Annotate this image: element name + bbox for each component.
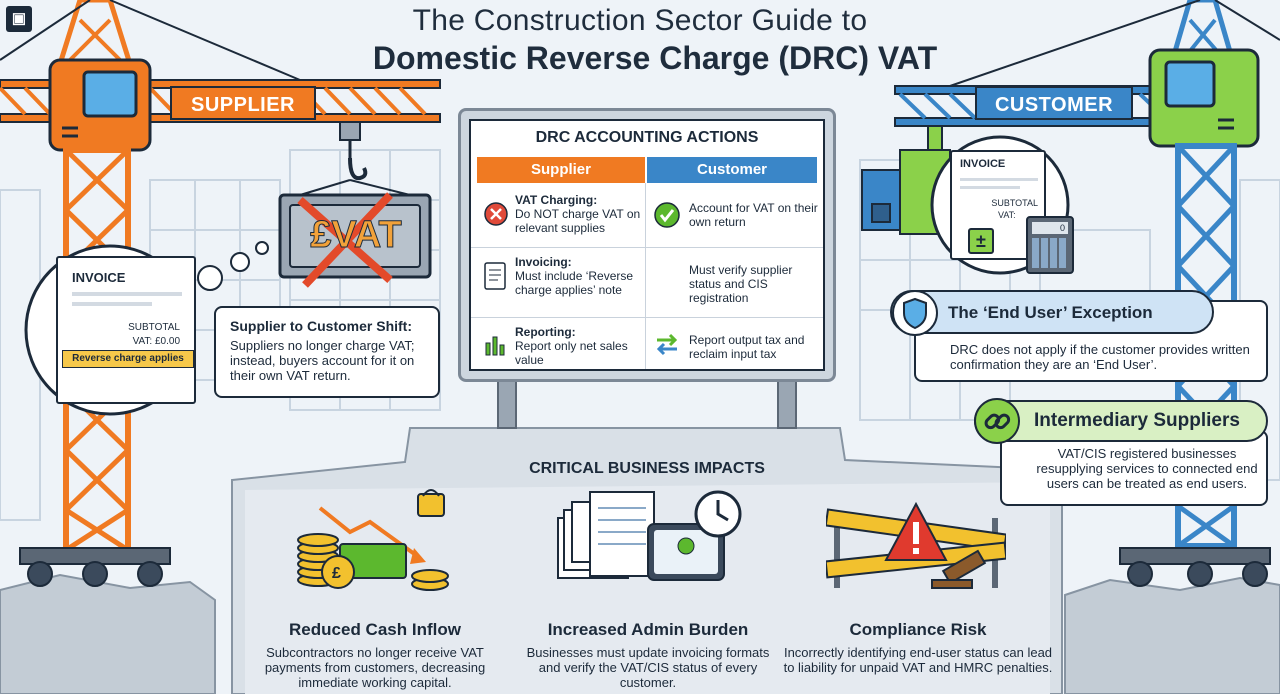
vat-sign [278,192,432,288]
supplier-crane-label: SUPPLIER [170,86,316,120]
reverse-charge-badge: Reverse charge applies [62,350,194,368]
row-supplier-text: Must include ‘Reverse charge applies’ no… [515,269,634,297]
intermediary-title: Intermediary Suppliers [1034,410,1240,431]
end-user-title: The ‘End User’ Exception [948,303,1153,322]
end-user-text: DRC does not apply if the customer provi… [950,342,1250,372]
row-customer-text: Report output tax and reclaim input tax [689,333,805,361]
row-customer-text: Must verify supplier status and CIS regi… [689,263,793,305]
invoice-vat-amount: VAT: £0.00 [132,336,180,347]
intermediary-text: VAT/CIS registered businesses resupplyin… [1036,446,1258,491]
supplier-shift-title: Supplier to Customer Shift: [230,318,412,334]
drc-table-title: DRC ACCOUNTING ACTIONS [535,129,759,146]
building-logo-icon: ▣ [6,6,32,32]
paperwork-clock-icon [557,490,742,581]
customer-invoice-heading: INVOICE [960,158,1006,170]
warning-tape-gavel-icon [826,501,1006,589]
document-icon [483,261,507,296]
impact-admin-burden: Increased Admin Burden Businesses must u… [524,620,772,690]
row-supplier-text: Do NOT charge VAT on relevant supplies [515,207,641,235]
impact-title: Increased Admin Burden [547,620,749,639]
invoice-subtotal: SUBTOTAL [128,322,180,333]
column-header-customer: Customer [647,157,817,183]
column-header-supplier: Supplier [477,157,645,183]
drc-board: DRC ACCOUNTING ACTIONS Supplier Customer… [458,108,836,382]
title-line-2: Domestic Reverse Charge (DRC) VAT [372,40,938,76]
impact-compliance-risk: Compliance Risk Incorrectly identifying … [780,620,1056,675]
link-icon [974,398,1020,444]
coins-down-arrow-icon: £ [297,489,449,591]
plus-minus-icon: ± [968,228,994,254]
title-line-1: The Construction Sector Guide to [412,4,868,37]
impact-text: Subcontractors no longer receive VAT pay… [264,645,486,690]
impact-text: Incorrectly identifying end-user status … [783,645,1053,675]
end-user-header: The ‘End User’ Exception [890,290,1214,334]
impacts-title: CRITICAL BUSINESS IMPACTS [529,460,765,477]
shield-icon [892,290,938,336]
impact-cash-inflow: Reduced Cash Inflow Subcontractors no lo… [240,620,510,690]
calculator-icon: 0 [1026,216,1074,274]
row-label: Invoicing: [515,255,572,269]
svg-text:£: £ [332,565,341,582]
check-icon [653,201,681,234]
customer-invoice-subtotal: SUBTOTAL [991,198,1038,208]
impact-text: Businesses must update invoicing formats… [526,645,770,690]
customer-invoice-vat: VAT: [998,210,1016,220]
row-customer-text: Account for VAT on their own return [689,201,818,229]
supplier-shift-card: Supplier to Customer Shift: Suppliers no… [214,306,440,398]
vat-sign-text: £VAT [310,214,403,257]
invoice-heading: INVOICE [72,270,126,285]
supplier-invoice: INVOICE SUBTOTAL VAT: £0.00 Reverse char… [56,256,196,404]
swap-arrows-icon [653,331,681,362]
impact-title: Compliance Risk [849,620,987,639]
cross-icon [483,201,509,232]
supplier-shift-text: Suppliers no longer charge VAT; instead,… [230,338,415,383]
row-label: VAT Charging: [515,193,598,207]
drc-table: DRC ACCOUNTING ACTIONS Supplier Customer… [469,119,825,371]
bar-chart-icon [483,331,509,362]
impact-title: Reduced Cash Inflow [289,620,461,639]
customer-crane-label: CUSTOMER [975,86,1133,120]
row-label: Reporting: [515,325,576,339]
row-supplier-text: Report only net sales value [515,339,628,367]
intermediary-card: VAT/CIS registered businesses resupplyin… [1000,430,1268,506]
